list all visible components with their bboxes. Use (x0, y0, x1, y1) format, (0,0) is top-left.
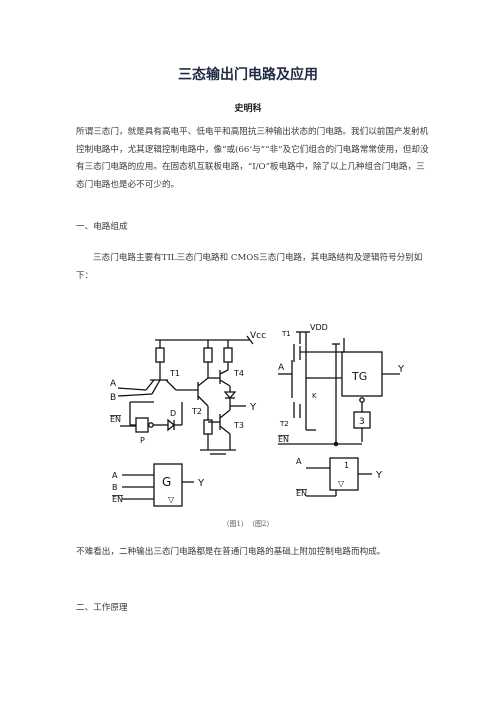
gate-3-label: 3 (359, 417, 365, 427)
section-heading-principle: 二、工作原理 (76, 603, 128, 613)
intro-paragraph: 所谓三态门，就是具有高电平、低电平和高阻抗三种输出状态的门电路。我们以前国产发射… (76, 127, 429, 190)
p-label: P (140, 436, 145, 445)
sym1-input-en-label: EN (112, 495, 123, 504)
cmos-output-y-label: Y (397, 364, 405, 375)
figure-caption: （图1） （图2） (222, 520, 274, 528)
t4-label: T4 (233, 369, 244, 378)
sym1-tristate-icon: ▽ (168, 495, 175, 504)
sym2-tristate-icon: ▽ (338, 479, 345, 488)
sym1-g-label: G (162, 475, 171, 489)
ttl-output-y-label: Y (249, 402, 257, 413)
t2-label: T2 (191, 407, 202, 416)
input-en-label: EN (110, 415, 121, 424)
conclusion-paragraph: 不难看出，二种输出三态门电路都是在普通门电路的基础上附加控制电路而构成。 (76, 547, 386, 557)
page-title: 三态输出门电路及应用 (178, 67, 318, 83)
d-label: D (170, 409, 176, 418)
input-a-label: A (110, 379, 117, 389)
input-b-label: B (110, 393, 116, 403)
sym2-input-en-label: EN (296, 489, 307, 498)
vcc-label: Vcc (250, 331, 266, 341)
t1-label: T1 (169, 369, 180, 378)
vdd-label: VDD (310, 323, 328, 332)
author-name: 史明科 (234, 104, 262, 114)
t3-label: T3 (233, 421, 244, 430)
circuit-paragraph: 三态门电路主要有TIL三态门电路和 CMOS三态门电路，其电路结构及逻辑符号分别… (76, 253, 423, 281)
cmos-t1-label: T1 (281, 330, 291, 338)
sym1-input-b-label: B (112, 483, 118, 492)
sym2-input-a-label: A (296, 457, 302, 466)
circuit-figure: Vcc T1 A B EN P D (110, 323, 405, 507)
section-heading-circuit: 一、电路组成 (76, 222, 128, 232)
cmos-input-a-label: A (278, 363, 285, 373)
sym2-buffer-mark: 1 (344, 461, 349, 470)
tg-label: TG (351, 370, 367, 383)
sym2-output-y-label: Y (375, 470, 383, 481)
sym1-output-y-label: Y (197, 478, 205, 489)
cmos-input-en-label: EN (278, 435, 289, 444)
k-label: K (312, 392, 317, 400)
cmos-t2-label: T2 (279, 420, 289, 428)
sym1-input-a-label: A (112, 471, 118, 480)
